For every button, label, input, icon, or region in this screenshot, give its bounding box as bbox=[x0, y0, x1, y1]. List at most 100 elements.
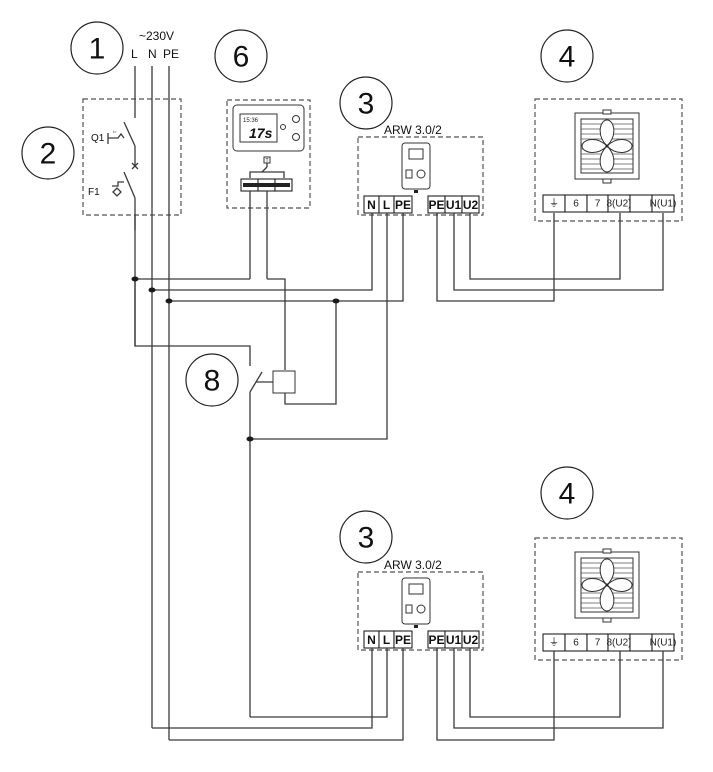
thermostat-switch-contacts bbox=[249, 163, 285, 178]
controller-upper-enclosure bbox=[357, 136, 484, 216]
svg-text:PE: PE bbox=[428, 633, 444, 647]
controller-lower-output-terminals: PE U1 U2 bbox=[427, 630, 480, 649]
controller-lower-enclosure bbox=[357, 571, 484, 651]
svg-text:L: L bbox=[383, 633, 390, 647]
callout-2: 2 bbox=[21, 126, 75, 180]
svg-text:U2: U2 bbox=[463, 633, 479, 647]
callout-1: 1 bbox=[70, 21, 124, 75]
fan-lower-terminals: ⏚ 6 7 8(U2) N(U1) bbox=[542, 633, 677, 652]
svg-text:⏚: ⏚ bbox=[549, 637, 559, 649]
svg-text:PE: PE bbox=[395, 633, 411, 647]
controller-upper-model: ARW 3.0/2 bbox=[384, 123, 442, 137]
svg-text:L: L bbox=[383, 198, 390, 212]
svg-text:N: N bbox=[367, 198, 376, 212]
wire-pe-to-lower-controller bbox=[169, 648, 404, 741]
svg-text:6: 6 bbox=[573, 638, 579, 649]
wire-upper-pe-fan bbox=[436, 213, 555, 302]
fan-upper-terminals: ⏚ 6 7 8(U2) N(U1) bbox=[542, 194, 676, 213]
rcd-f1-label: F1 bbox=[88, 187, 100, 198]
callout-4-lower-label: 4 bbox=[559, 478, 576, 511]
wire-upper-u2-fan bbox=[469, 213, 621, 280]
breaker-q1: Q1 I> bbox=[91, 66, 139, 170]
rcd-symbol-icon bbox=[112, 181, 124, 197]
fan-upper-icon bbox=[574, 109, 640, 184]
callout-1-label: 1 bbox=[89, 33, 106, 66]
relay bbox=[134, 279, 337, 717]
callout-4-upper-label: 4 bbox=[559, 41, 576, 74]
callout-6: 6 bbox=[214, 29, 268, 83]
junction-relay-n bbox=[332, 298, 340, 304]
thermostat-display bbox=[239, 113, 278, 143]
svg-text:8(U2): 8(U2) bbox=[606, 638, 631, 649]
relay-coil bbox=[272, 370, 296, 394]
callout-3-lower-label: 3 bbox=[358, 522, 375, 555]
wire-lower-u2-fan bbox=[469, 648, 621, 718]
rcd-f1: F1 bbox=[88, 171, 136, 230]
callout-8-label: 8 bbox=[204, 365, 221, 398]
thermostat: 15:36 17s T bbox=[232, 104, 305, 192]
wire-n-to-upper-controller bbox=[152, 213, 373, 291]
supply-pe-label: PE bbox=[163, 47, 179, 61]
callout-4-lower: 4 bbox=[540, 466, 594, 520]
junction-pe bbox=[165, 298, 173, 304]
thermostat-t-label: T bbox=[265, 158, 268, 164]
wire-lower-l-feed bbox=[250, 648, 388, 718]
wire-l-to-relay bbox=[134, 279, 251, 366]
thermostat-time: 15:36 bbox=[243, 118, 259, 124]
thermostat-temperature: 17s bbox=[249, 125, 273, 141]
controller-upper-device bbox=[401, 142, 431, 193]
supply-voltage-label: ~230V bbox=[139, 29, 174, 43]
svg-text:PE: PE bbox=[395, 198, 411, 212]
terminal-7: 7 bbox=[595, 199, 601, 210]
controller-lower-model: ARW 3.0/2 bbox=[384, 558, 442, 572]
thermostat-down-button-icon bbox=[292, 133, 300, 141]
callout-6-label: 6 bbox=[233, 41, 250, 74]
breaker-q1-label: Q1 bbox=[91, 133, 105, 144]
wire-lower-u1-fan bbox=[453, 648, 664, 729]
callout-8: 8 bbox=[185, 353, 239, 407]
callout-4-upper: 4 bbox=[540, 29, 594, 83]
svg-text:PE: PE bbox=[428, 198, 444, 212]
controller-lower-device bbox=[401, 577, 431, 628]
callout-3-upper: 3 bbox=[339, 76, 393, 130]
fan-lower-enclosure bbox=[534, 537, 683, 661]
callout-3-lower: 3 bbox=[339, 510, 393, 564]
junction-n bbox=[148, 287, 156, 293]
wire-relay-coil-to-n bbox=[284, 301, 337, 405]
supply-n-label: N bbox=[148, 47, 157, 61]
terminal-ground: ⏚ bbox=[549, 198, 559, 210]
wire-n-to-lower-controller bbox=[152, 648, 373, 729]
svg-text:N(U1): N(U1) bbox=[650, 638, 677, 649]
wire-thermostat-to-relay-coil bbox=[267, 278, 286, 370]
breaker-trip-icon bbox=[107, 132, 125, 144]
controller-lower-input-terminals: N L PE bbox=[363, 630, 413, 649]
svg-text:U1: U1 bbox=[446, 198, 462, 212]
fan-lower-icon bbox=[574, 548, 640, 623]
breaker-contact-x-icon bbox=[131, 162, 139, 170]
protection-enclosure bbox=[82, 98, 182, 216]
thermostat-up-button-icon bbox=[292, 115, 300, 123]
controller-upper-input-terminals: N L PE bbox=[363, 195, 413, 214]
controller-upper-output-terminals: PE U1 U2 bbox=[427, 195, 480, 214]
fan-upper-enclosure bbox=[534, 98, 683, 222]
svg-text:U1: U1 bbox=[446, 633, 462, 647]
junction-relay-out bbox=[246, 436, 254, 442]
wire-upper-u1-fan bbox=[453, 213, 664, 291]
svg-text:N: N bbox=[367, 633, 376, 647]
junction-l bbox=[131, 276, 139, 282]
breaker-rating: I> bbox=[113, 129, 117, 134]
terminal-6: 6 bbox=[573, 199, 579, 210]
callout-2-label: 2 bbox=[40, 138, 57, 171]
terminal-8-u2: 8(U2) bbox=[606, 199, 631, 210]
svg-text:7: 7 bbox=[595, 638, 601, 649]
callout-3-upper-label: 3 bbox=[358, 88, 375, 121]
svg-text:U2: U2 bbox=[463, 198, 479, 212]
thermostat-terminal-strip bbox=[243, 183, 290, 187]
thermostat-enclosure bbox=[226, 99, 311, 209]
supply-l-label: L bbox=[131, 47, 138, 61]
wire-lower-pe-fan bbox=[436, 648, 555, 741]
thermostat-led-icon bbox=[280, 124, 286, 130]
wire-pe-to-upper-controller bbox=[169, 213, 404, 302]
wire-upper-l-feed bbox=[250, 213, 388, 440]
